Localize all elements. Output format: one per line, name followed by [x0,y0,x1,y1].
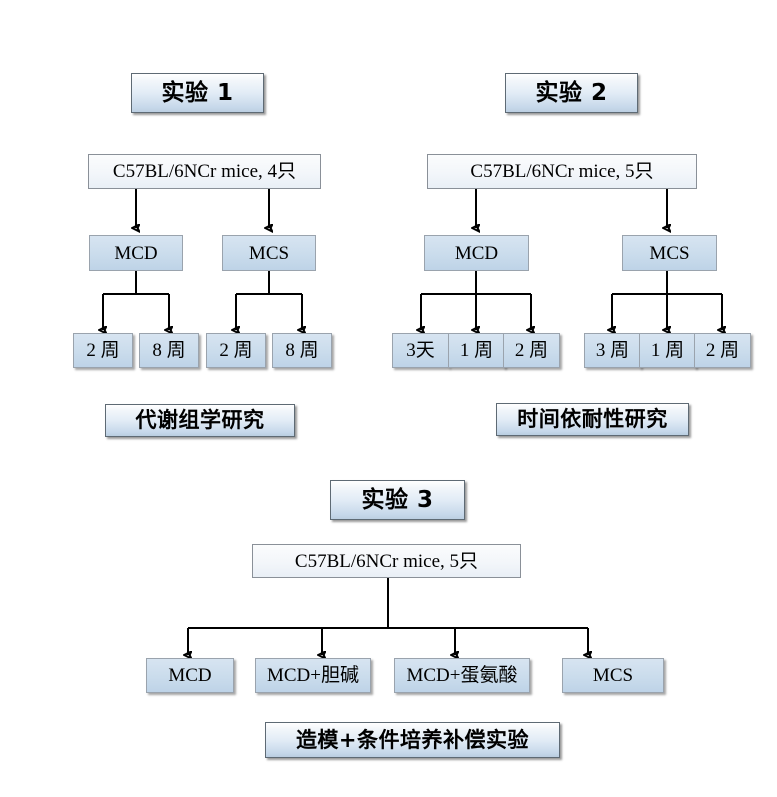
experiment-3-group-mcs[interactable]: MCS [562,658,664,693]
experiment-2-root-box[interactable]: C57BL/6NCr mice, 5只 [427,154,697,189]
experiment-2-caption[interactable]: 时间依耐性研究 [496,403,689,436]
wire-e3-trunk-split [188,578,588,629]
experiment-2-leaf-mcd-3[interactable]: 2 周 [503,333,560,368]
experiment-3-group-mcd[interactable]: MCD [146,658,234,693]
experiment-2-leaf-mcd-1[interactable]: 3天 [392,333,449,368]
experiment-3-group-mcd-methionine[interactable]: MCD+蛋氨酸 [394,658,530,693]
experiment-2-leaf-mcs-1[interactable]: 3 周 [584,333,641,368]
experiment-1-group-mcd[interactable]: MCD [89,235,183,271]
experiment-2-group-mcs[interactable]: MCS [622,235,717,271]
experiment-3-caption[interactable]: 造模+条件培养补偿实验 [265,722,560,758]
experiment-1-banner[interactable]: 实验 1 [131,73,264,113]
experiment-2-banner[interactable]: 实验 2 [505,73,638,113]
experiment-1-leaf-mcd-1[interactable]: 2 周 [73,333,133,368]
experiment-3-root-box[interactable]: C57BL/6NCr mice, 5只 [252,544,521,578]
experiment-3-group-mcd-choline[interactable]: MCD+胆碱 [255,658,371,693]
experiment-1-leaf-mcd-2[interactable]: 8 周 [139,333,199,368]
experiment-2-group-mcd[interactable]: MCD [424,235,529,271]
experiment-2-leaf-mcd-2[interactable]: 1 周 [448,333,505,368]
experiment-3-banner[interactable]: 实验 3 [330,480,465,520]
experiment-1-root-box[interactable]: C57BL/6NCr mice, 4只 [88,154,321,189]
wire-e2-mcd-split [421,271,531,295]
experiment-1-group-mcs[interactable]: MCS [222,235,316,271]
experiment-2-leaf-mcs-2[interactable]: 1 周 [639,333,696,368]
wire-e1-mcs-split [236,271,302,295]
experiment-1-caption[interactable]: 代谢组学研究 [105,404,295,437]
wire-e1-mcd-split [102,271,169,324]
experiment-1-leaf-mcs-2[interactable]: 8 周 [272,333,332,368]
experiment-1-leaf-mcs-1[interactable]: 2 周 [206,333,266,368]
wire-e2-mcs-split [612,271,722,295]
experiment-2-leaf-mcs-3[interactable]: 2 周 [694,333,751,368]
